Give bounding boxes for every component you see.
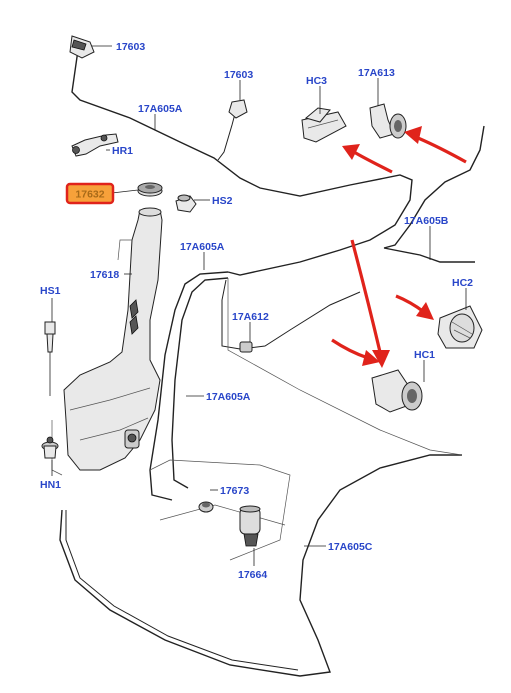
red-arrow-to-hc2 <box>395 294 434 320</box>
leader-17632 <box>111 189 139 194</box>
label-hc2[interactable]: HC2 <box>452 277 473 289</box>
nut-hn1 <box>41 436 59 459</box>
clip-hr1 <box>71 133 119 157</box>
pump-17664 <box>239 505 261 547</box>
clip-hc1 <box>371 369 423 413</box>
label-17664[interactable]: 17664 <box>238 569 267 581</box>
label-17618[interactable]: 17618 <box>90 269 119 281</box>
label-17a613[interactable]: 17A613 <box>358 67 395 79</box>
label-17632: 17632 <box>75 189 104 201</box>
clip-hc3 <box>301 107 347 143</box>
label-17a605a-mid[interactable]: 17A605A <box>180 241 225 253</box>
label-17a612[interactable]: 17A612 <box>232 311 269 323</box>
body-panel-outline <box>51 278 463 561</box>
label-hs1[interactable]: HS1 <box>40 285 61 297</box>
label-17a605a-low[interactable]: 17A605A <box>206 391 251 403</box>
grommet-17673 <box>198 501 214 513</box>
hose-17a605a-middle <box>149 271 361 501</box>
hose-17a605c <box>59 454 462 677</box>
clip-17a613 <box>369 103 407 139</box>
label-hs2[interactable]: HS2 <box>212 195 233 207</box>
label-17a605a-top[interactable]: 17A605A <box>138 103 183 115</box>
label-hc3[interactable]: HC3 <box>306 75 327 87</box>
label-17a605c[interactable]: 17A605C <box>328 541 373 553</box>
label-17603-right[interactable]: 17603 <box>224 69 253 81</box>
grommet-hs2 <box>175 194 197 213</box>
bolt-hs1 <box>44 321 56 396</box>
label-hc1[interactable]: HC1 <box>414 349 435 361</box>
jet-17603-left <box>69 35 95 59</box>
label-hn1[interactable]: HN1 <box>40 479 61 491</box>
connector-17a612 <box>239 341 253 353</box>
clip-hc2 <box>437 305 483 349</box>
red-arrow-to-hc3 <box>342 144 393 174</box>
hose-17a605a-upper <box>71 49 413 276</box>
cap-17632 <box>137 182 163 197</box>
part-label-17632-highlight[interactable]: 17632 <box>65 182 115 205</box>
red-arrow-to-hc1 <box>331 338 380 366</box>
jet-17603-right <box>228 99 248 119</box>
label-17a605b[interactable]: 17A605B <box>404 215 449 227</box>
label-hr1[interactable]: HR1 <box>112 145 133 157</box>
washer-reservoir <box>63 207 163 471</box>
label-17603-left[interactable]: 17603 <box>116 41 145 53</box>
label-17673[interactable]: 17673 <box>220 485 249 497</box>
red-arrow-to-17a613 <box>404 126 467 164</box>
red-arrow-down-long <box>350 239 390 368</box>
